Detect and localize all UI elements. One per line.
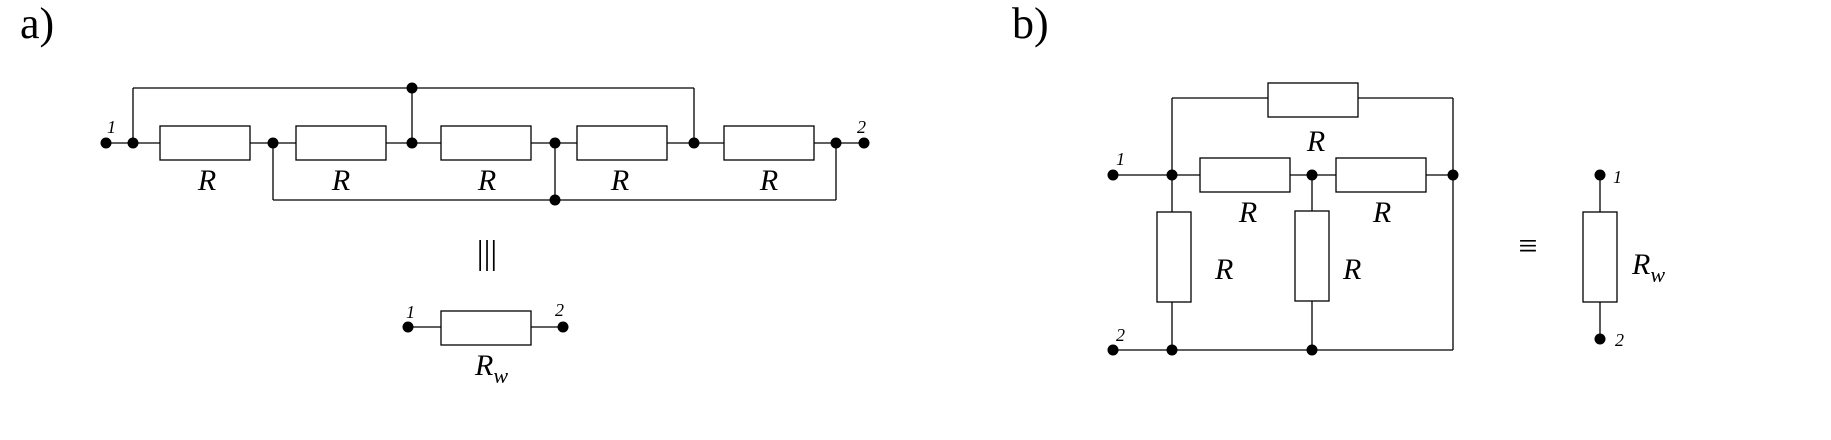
junction-node (267, 137, 279, 149)
resistor-a4 (576, 125, 668, 161)
rw-a-sub: w (493, 363, 508, 388)
resistor-a5 (723, 125, 815, 161)
panel-b-nodes (1107, 169, 1459, 356)
terminal-a2-label: 2 (857, 117, 866, 137)
junction-node (127, 137, 139, 149)
equivalence-symbol-b: ≡ (1518, 228, 1537, 265)
junction-node (406, 82, 418, 94)
junction-node (1166, 169, 1178, 181)
terminal-rw-a1-node (402, 321, 414, 333)
junction-node (549, 194, 561, 206)
resistor-rw-b (1582, 211, 1618, 303)
terminal-rw-b2-label: 2 (1615, 330, 1624, 350)
resistor-a2 (295, 125, 387, 161)
terminal-b2-label: 2 (1116, 325, 1125, 345)
resistor-b-vert-mid (1294, 210, 1330, 302)
terminal-rw-b1-node (1594, 169, 1606, 181)
resistor-a3 (440, 125, 532, 161)
resistor-b-mid-left-label: R (1238, 196, 1257, 229)
resistor-b-mid-right-label: R (1372, 196, 1391, 229)
terminal-a2-node (858, 137, 870, 149)
rw-a-main: R (474, 349, 493, 382)
terminal-b2-node (1107, 344, 1119, 356)
terminal-rw-a2-label: 2 (555, 300, 564, 320)
resistor-b-vert-left (1156, 211, 1192, 303)
junction-node (406, 137, 418, 149)
resistor-rw-a (440, 310, 532, 346)
resistor-a1-label: R (197, 164, 216, 197)
resistor-b-top-label: R (1306, 125, 1325, 158)
panel-a-label: a) (20, 0, 54, 48)
junction-node (830, 137, 842, 149)
rw-b-sub: w (1650, 262, 1665, 287)
resistor-b-vert-left-label: R (1214, 253, 1233, 286)
rw-b-main: R (1631, 248, 1650, 281)
junction-node (1447, 169, 1459, 181)
resistor-a4-label: R (610, 164, 629, 197)
junction-node (1306, 344, 1318, 356)
terminal-rw-a1-label: 1 (406, 302, 415, 322)
equivalent-resistor-b: 1 2 Rw (1582, 167, 1665, 350)
panel-b-label: b) (1012, 0, 1049, 48)
panel-a: a) R R R R R (20, 0, 870, 388)
resistor-a3-label: R (477, 164, 496, 197)
terminal-a1-node (100, 137, 112, 149)
terminal-rw-a2-node (557, 321, 569, 333)
resistor-a1 (159, 125, 251, 161)
rw-a-label: Rw (474, 349, 508, 388)
junction-node (688, 137, 700, 149)
panel-b: b) R R R R R (1012, 0, 1665, 356)
equivalence-symbol-a: ||| (477, 235, 497, 272)
resistor-a5-label: R (759, 164, 778, 197)
panel-a-nodes (100, 82, 870, 206)
terminal-a1-label: 1 (107, 117, 116, 137)
resistor-b-mid-right (1335, 157, 1427, 193)
resistor-a2-label: R (331, 164, 350, 197)
rw-b-label: Rw (1631, 248, 1665, 287)
junction-node (549, 137, 561, 149)
junction-node (1306, 169, 1318, 181)
terminal-rw-b2-node (1594, 333, 1606, 345)
resistor-b-vert-mid-label: R (1342, 253, 1361, 286)
terminal-b1-label: 1 (1116, 149, 1125, 169)
equivalent-resistor-a: 1 2 Rw (402, 300, 569, 388)
terminal-rw-b1-label: 1 (1613, 167, 1622, 187)
terminal-b1-node (1107, 169, 1119, 181)
resistor-b-top (1267, 82, 1359, 118)
resistor-b-mid-left (1199, 157, 1291, 193)
junction-node (1166, 344, 1178, 356)
